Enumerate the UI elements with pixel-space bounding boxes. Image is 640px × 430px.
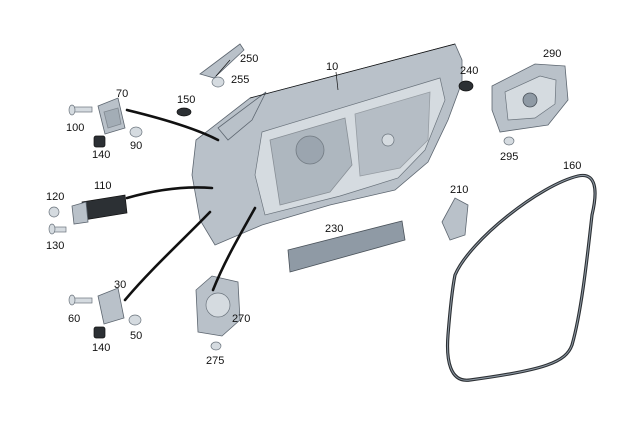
callout-130: 130 [46, 240, 64, 252]
callout-295: 295 [500, 151, 518, 163]
upper-hinge-assembly [97, 97, 126, 135]
door-seal [445, 173, 597, 382]
callout-275: 275 [206, 355, 224, 367]
bolt-130 [48, 223, 67, 235]
callout-labels: 10 30 50 60 70 90 100 110 120 130 140 14… [46, 48, 581, 367]
door-shell [191, 43, 463, 246]
door-check-110 [71, 194, 128, 225]
window-regulator-module [491, 63, 569, 133]
bolt-120 [48, 206, 60, 218]
callout-270: 270 [232, 313, 250, 325]
callout-120: 120 [46, 191, 64, 203]
callout-140-lower: 140 [92, 342, 110, 354]
callout-70: 70 [116, 88, 128, 100]
callout-10: 10 [326, 61, 338, 73]
bracket-210 [441, 197, 469, 241]
bolt-255 [211, 76, 225, 88]
callout-30: 30 [114, 279, 126, 291]
callout-110: 110 [94, 180, 112, 192]
callout-210: 210 [450, 184, 468, 196]
callout-50: 50 [130, 330, 142, 342]
callout-90: 90 [130, 140, 142, 152]
callout-250: 250 [240, 53, 258, 65]
bushing-140-upper [93, 135, 106, 148]
plug-240 [458, 80, 474, 92]
plug-150 [176, 107, 192, 117]
bushing-140-lower [93, 326, 106, 339]
leader-lines [123, 59, 339, 302]
callout-240: 240 [460, 65, 478, 77]
callout-60: 60 [68, 313, 80, 325]
mirror-mount-250 [199, 43, 245, 79]
bolt-60 [68, 294, 93, 306]
callout-150: 150 [177, 94, 195, 106]
insulation-strip [287, 220, 406, 273]
nut-90 [129, 126, 143, 138]
lower-hinge-assembly [97, 287, 125, 325]
speaker-housing-270 [195, 275, 241, 337]
callout-230: 230 [325, 223, 343, 235]
callout-290: 290 [543, 48, 561, 60]
nut-50 [128, 314, 142, 326]
callout-160: 160 [563, 160, 581, 172]
callout-140-upper: 140 [92, 149, 110, 161]
bolt-275 [210, 341, 222, 351]
bolt-100 [68, 104, 93, 116]
callout-100: 100 [66, 122, 84, 134]
bolt-295 [503, 136, 515, 146]
callout-255: 255 [231, 74, 249, 86]
